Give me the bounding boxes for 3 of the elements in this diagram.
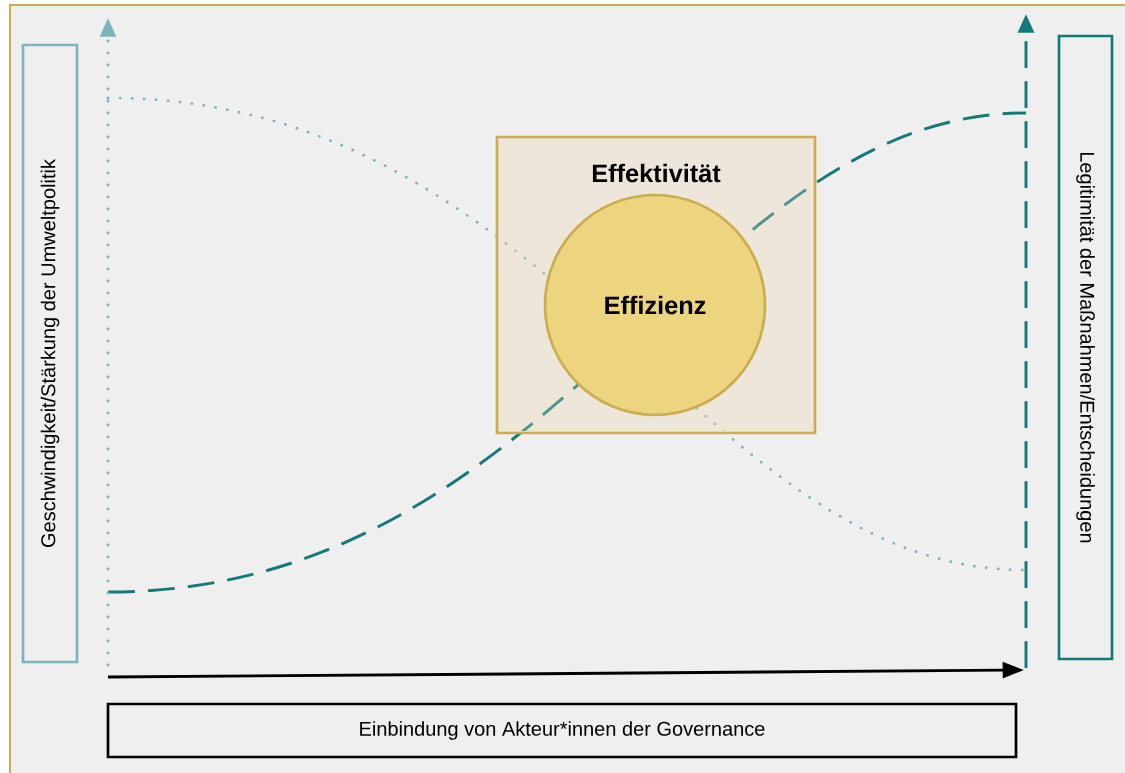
label-box: Legitimität der Maßnahmen/Entscheidungen <box>1057 34 1114 661</box>
label-box: Geschwindigkeit/Stärkung der Umweltpolitik <box>21 43 79 664</box>
label-box: Einbindung von Akteur*innen der Governance <box>106 702 1018 759</box>
